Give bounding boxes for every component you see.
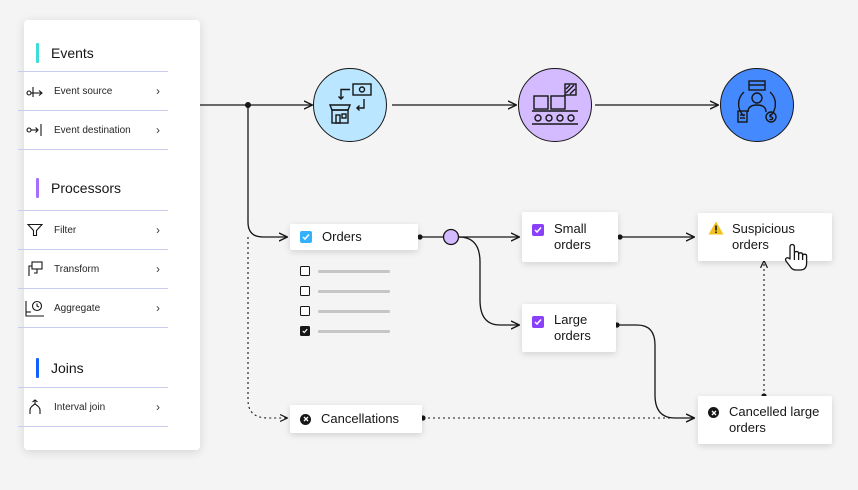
palette-item-label: Interval join	[54, 401, 106, 413]
node-cancelled-large-orders[interactable]: Cancelled large orders	[698, 396, 832, 444]
chevron-right-icon: ›	[156, 262, 160, 276]
event-destination-icon	[24, 121, 46, 139]
palette-item-event-destination[interactable]: Event destination ›	[18, 110, 168, 150]
edge-branch-to-large	[458, 236, 519, 325]
chevron-right-icon: ›	[156, 84, 160, 98]
checkbox-checked-icon	[300, 231, 312, 243]
section-joins: Joins	[36, 357, 84, 379]
node-label: Large orders	[554, 312, 591, 343]
event-source-icon	[24, 82, 46, 100]
node-suspicious-orders[interactable]: Suspicious orders	[698, 213, 832, 261]
section-title-processors: Processors	[51, 180, 122, 196]
stage-customer-finance[interactable]	[720, 68, 794, 142]
node-label: Small orders	[554, 221, 591, 252]
palette-item-label: Aggregate	[54, 302, 101, 314]
section-title-joins: Joins	[51, 360, 84, 376]
hand-pointer-icon	[782, 243, 814, 278]
edge-trunk-to-orders	[247, 105, 287, 237]
aggregate-icon	[24, 299, 46, 317]
placeholder-line	[318, 289, 390, 293]
edge-large-to-cancelled	[617, 324, 694, 418]
conveyor-boxes-icon	[528, 78, 582, 133]
placeholder-line	[318, 309, 390, 313]
customer-finance-icon	[732, 78, 782, 133]
close-filled-icon	[300, 413, 311, 425]
node-large-orders[interactable]: Large orders	[522, 304, 616, 352]
list-item[interactable]	[300, 326, 390, 336]
events-accent-bar	[36, 43, 39, 63]
chevron-right-icon: ›	[156, 123, 160, 137]
component-palette	[24, 20, 200, 450]
node-label: Suspicious orders	[732, 221, 795, 252]
section-title-events: Events	[51, 45, 94, 61]
checkbox-icon	[300, 286, 310, 296]
joins-accent-bar	[36, 358, 39, 378]
processors-accent-bar	[36, 178, 39, 198]
filter-icon	[24, 221, 46, 239]
junction-dot	[417, 234, 423, 240]
placeholder-line	[318, 329, 390, 333]
warning-icon	[708, 221, 724, 238]
section-processors: Processors	[36, 177, 121, 199]
chevron-right-icon: ›	[156, 223, 160, 237]
node-orders[interactable]: Orders	[290, 224, 418, 250]
palette-item-aggregate[interactable]: Aggregate ›	[18, 288, 168, 328]
list-item[interactable]	[300, 306, 390, 316]
interval-join-icon	[24, 398, 46, 416]
checkbox-checked-icon	[532, 316, 544, 328]
checkbox-icon	[300, 266, 310, 276]
checkbox-icon	[300, 306, 310, 316]
section-events: Events	[36, 42, 94, 64]
palette-item-event-source[interactable]: Event source ›	[18, 71, 168, 110]
chevron-right-icon: ›	[156, 301, 160, 315]
palette-item-label: Filter	[54, 224, 77, 236]
palette-item-label: Event destination	[54, 124, 131, 136]
store-payment-icon	[324, 77, 376, 134]
node-label: Orders	[322, 229, 362, 244]
list-item[interactable]	[300, 266, 390, 276]
branch-point	[442, 228, 460, 246]
checkbox-checked-icon	[300, 326, 310, 336]
palette-item-filter[interactable]: Filter ›	[18, 210, 168, 249]
palette-item-transform[interactable]: Transform ›	[18, 249, 168, 288]
node-label: Cancellations	[321, 411, 400, 426]
node-cancellations[interactable]: Cancellations	[290, 405, 422, 433]
edge-trunk-to-cancellations	[247, 237, 287, 418]
node-small-orders[interactable]: Small orders	[522, 212, 618, 262]
placeholder-line	[318, 269, 390, 273]
stage-conveyor-boxes[interactable]	[518, 68, 592, 142]
node-label: Cancelled large orders	[729, 404, 820, 435]
junction-dot	[617, 234, 623, 240]
transform-icon	[24, 260, 46, 278]
close-filled-icon	[708, 407, 719, 418]
stage-store-payment[interactable]	[313, 68, 387, 142]
junction-dot	[245, 102, 251, 108]
palette-item-label: Event source	[54, 85, 113, 97]
list-item[interactable]	[300, 286, 390, 296]
chevron-right-icon: ›	[156, 400, 160, 414]
palette-item-label: Transform	[54, 263, 100, 275]
checkbox-checked-icon	[532, 224, 544, 236]
palette-item-interval-join[interactable]: Interval join ›	[18, 387, 168, 427]
